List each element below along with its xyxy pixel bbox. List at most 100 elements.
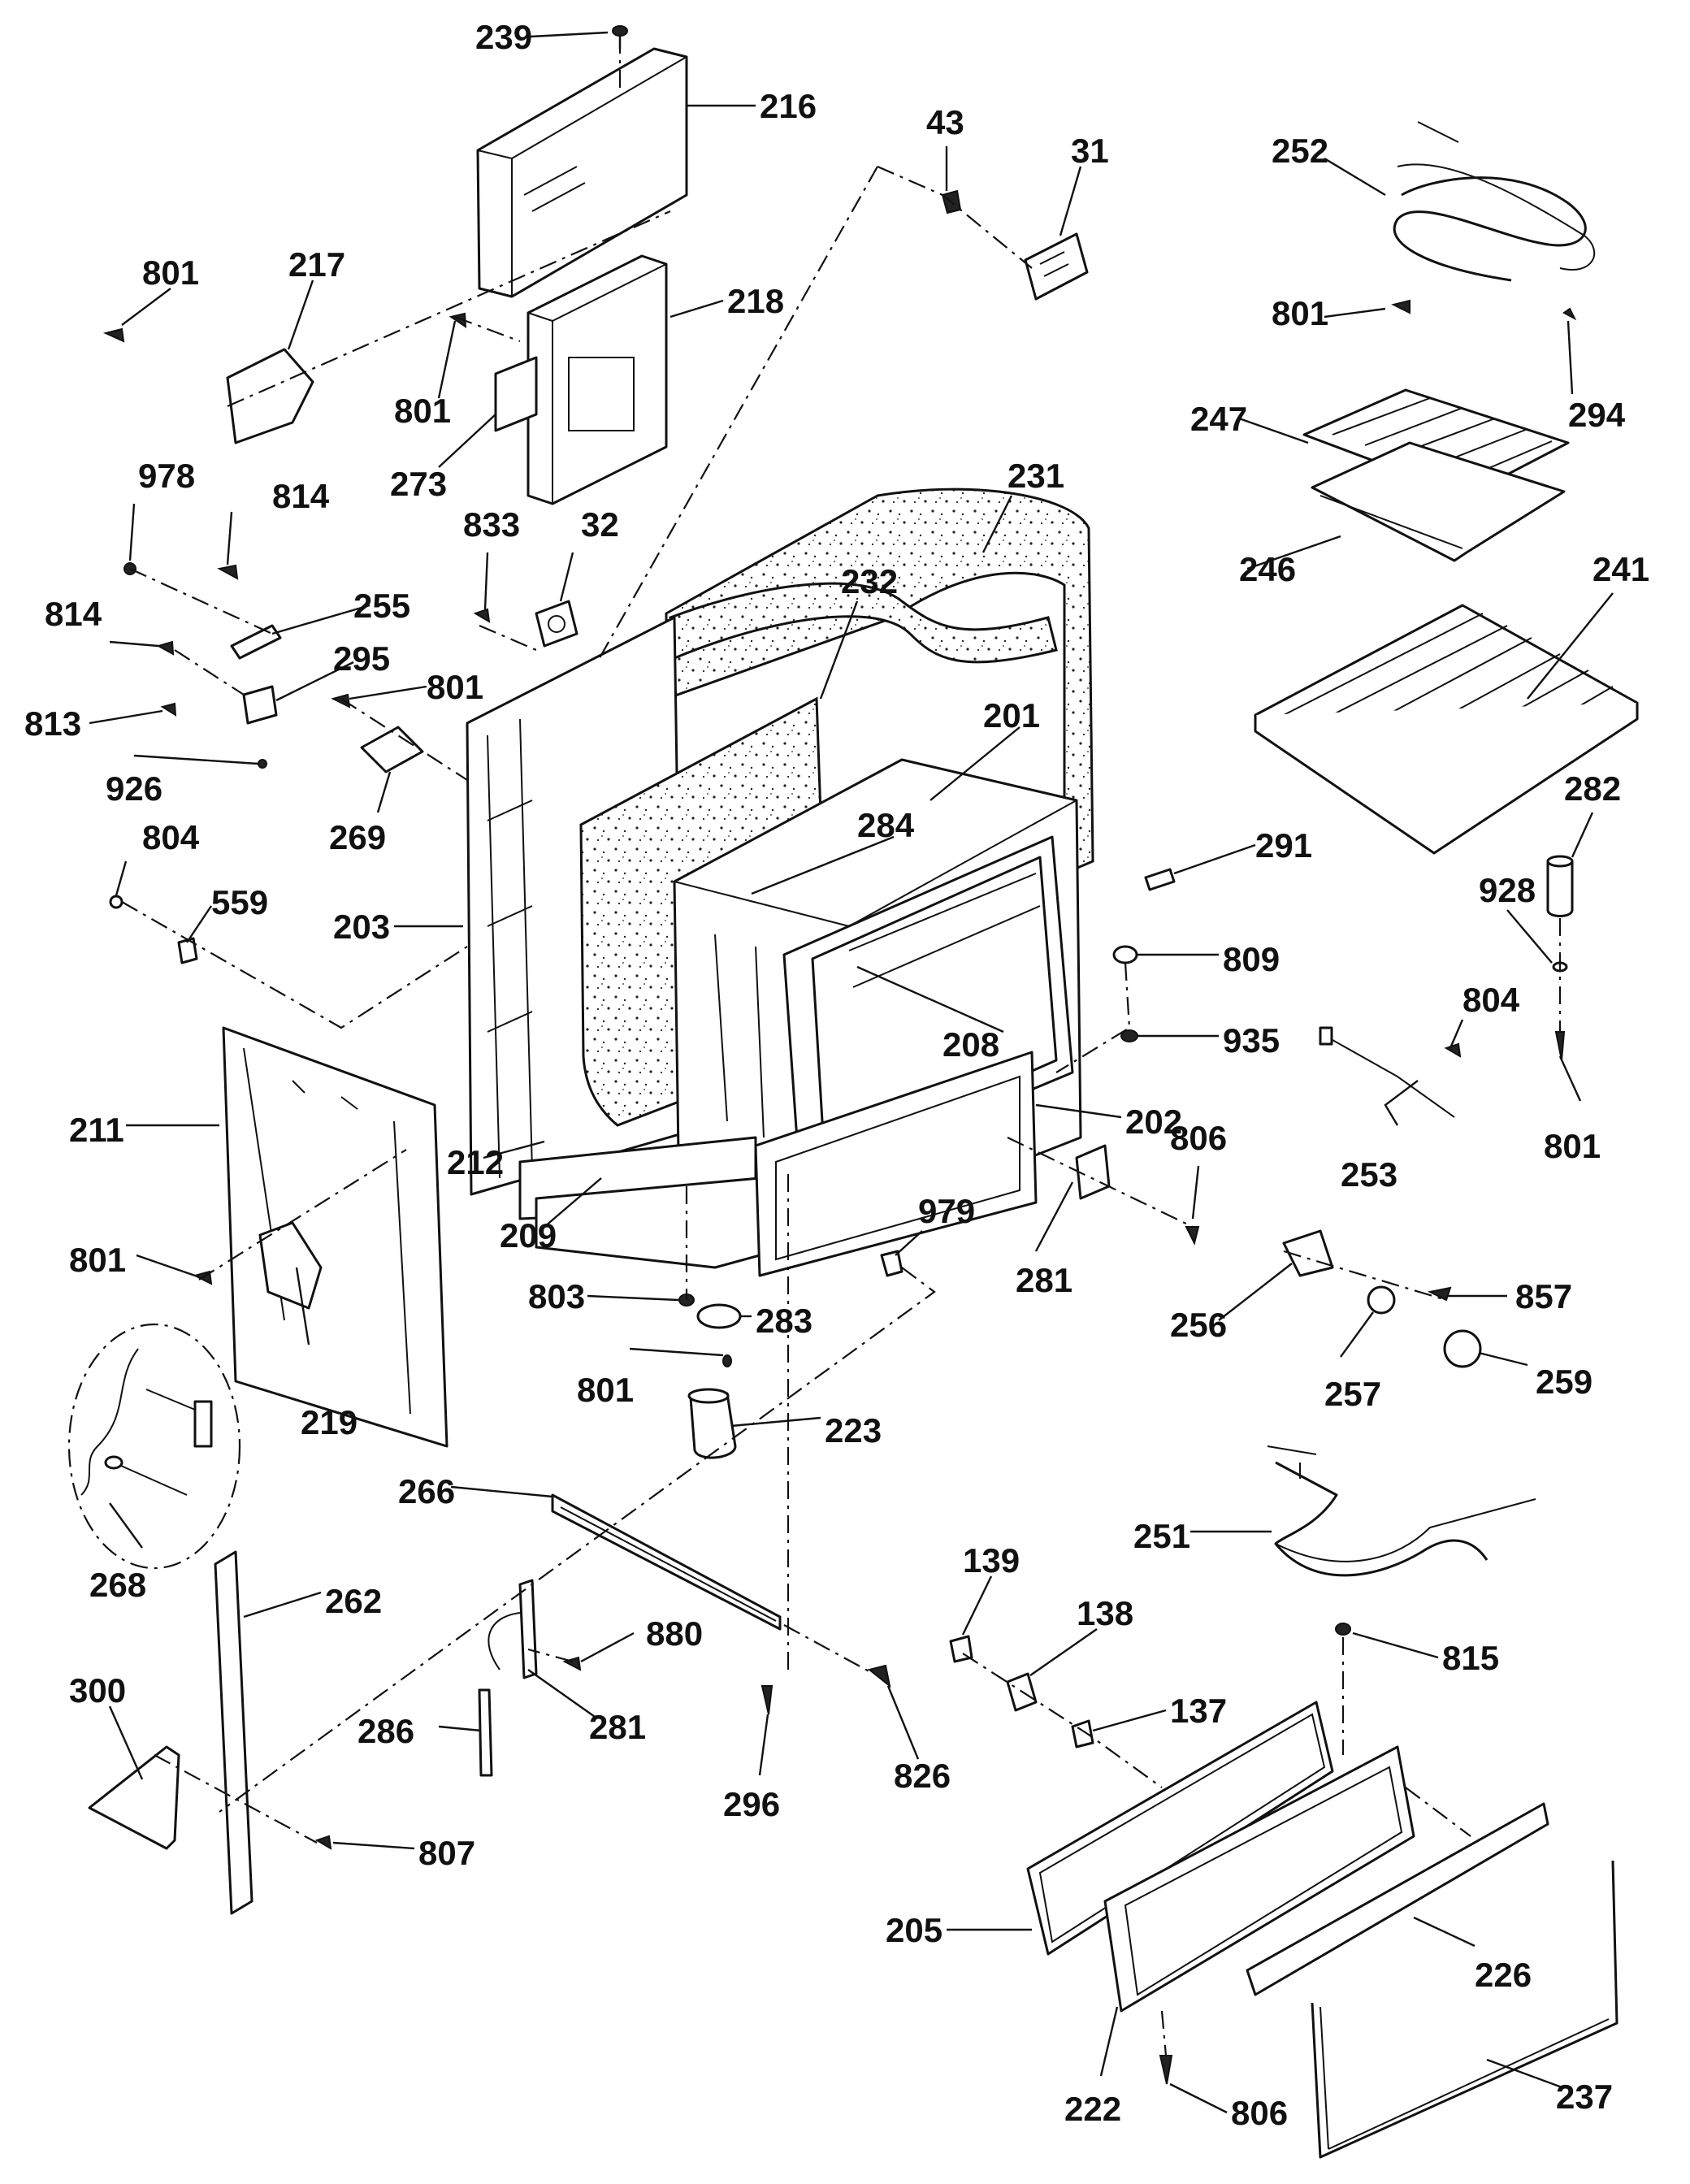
bracket-300 [88, 1745, 180, 1850]
part-labels: 239 216 43 31 252 801 217 218 801 801 29… [24, 18, 1649, 2132]
hinge-281b [488, 1579, 538, 1679]
screw-806a [1185, 1226, 1200, 1246]
label-137: 137 [1170, 1692, 1227, 1730]
plate-269 [360, 726, 424, 774]
label-801: 801 [1272, 294, 1328, 332]
panel-216 [476, 47, 688, 298]
label-231: 231 [1008, 457, 1064, 495]
label-252: 252 [1272, 132, 1328, 170]
deflector-217 [226, 348, 314, 444]
label-43: 43 [926, 103, 964, 141]
bracket-255 [230, 624, 282, 660]
label-809: 809 [1223, 940, 1280, 978]
label-273: 273 [390, 465, 447, 503]
label-212: 212 [447, 1143, 504, 1181]
label-256: 256 [1170, 1306, 1227, 1344]
label-268: 268 [89, 1566, 146, 1604]
label-246: 246 [1239, 550, 1296, 588]
bake-element-251 [1267, 1445, 1536, 1577]
label-282: 282 [1564, 769, 1621, 808]
lamp-socket-256 [1282, 1229, 1334, 1277]
label-806: 806 [1170, 1119, 1227, 1157]
dashed-assembly-lines [121, 36, 1562, 2056]
sensor-253 [1319, 1026, 1455, 1118]
label-241: 241 [1592, 550, 1649, 588]
label-226: 226 [1475, 1956, 1532, 1994]
label-801: 801 [427, 668, 483, 706]
gasket-237 [1311, 1860, 1618, 2159]
label-211: 211 [69, 1111, 124, 1149]
label-935: 935 [1223, 1021, 1280, 1060]
screw-826 [867, 1664, 891, 1688]
broil-element-252 [1393, 121, 1596, 282]
oven-rack-241 [1254, 604, 1639, 855]
label-978: 978 [138, 457, 195, 495]
label-801: 801 [142, 254, 199, 292]
label-880: 880 [646, 1614, 703, 1653]
screw-815 [1335, 1623, 1351, 1636]
switch-32 [535, 600, 578, 648]
label-283: 283 [756, 1302, 812, 1340]
label-203: 203 [333, 908, 390, 946]
label-251: 251 [1133, 1517, 1190, 1555]
label-979: 979 [918, 1192, 975, 1230]
label-232: 232 [841, 562, 898, 600]
rail-266 [551, 1493, 782, 1631]
label-833: 833 [463, 505, 520, 544]
label-826: 826 [894, 1757, 951, 1795]
bracket-273 [494, 356, 538, 432]
broiler-pan-246 [1311, 441, 1566, 562]
leader-lines [89, 31, 1614, 2114]
label-32: 32 [581, 505, 619, 544]
label-139: 139 [963, 1541, 1020, 1580]
label-294: 294 [1568, 396, 1626, 434]
sleeve-282 [1546, 855, 1574, 917]
label-806: 806 [1231, 2094, 1288, 2132]
screw-809 [1112, 945, 1138, 964]
label-296: 296 [723, 1785, 780, 1823]
label-284: 284 [857, 806, 915, 844]
front-panel-202 [754, 1051, 1038, 1277]
label-255: 255 [353, 587, 410, 625]
block-295 [242, 685, 278, 725]
label-216: 216 [760, 87, 817, 125]
label-31: 31 [1071, 132, 1109, 170]
board-31 [1024, 232, 1089, 301]
label-237: 237 [1556, 2078, 1613, 2116]
trim-262 [214, 1550, 254, 1915]
bracket-281a [1075, 1144, 1111, 1200]
foot-283 [696, 1303, 742, 1329]
wiring-detail-268 [67, 1323, 241, 1570]
bulb-257 [1367, 1285, 1396, 1315]
panel-218 [526, 254, 668, 505]
screw-801e [1554, 1031, 1566, 1061]
rear-panel-211 [222, 1026, 448, 1448]
screw-296 [760, 1685, 774, 1715]
label-804: 804 [1462, 981, 1520, 1019]
label-814: 814 [272, 477, 330, 515]
label-209: 209 [500, 1216, 557, 1254]
label-239: 239 [475, 18, 532, 56]
label-219: 219 [301, 1403, 358, 1441]
label-223: 223 [825, 1411, 882, 1450]
label-269: 269 [329, 818, 386, 856]
label-804: 804 [142, 818, 200, 856]
label-218: 218 [727, 282, 784, 320]
label-926: 926 [106, 769, 162, 808]
label-266: 266 [398, 1472, 455, 1510]
fasteners [102, 299, 1577, 1850]
label-814: 814 [45, 595, 102, 633]
label-262: 262 [325, 1582, 382, 1620]
label-222: 222 [1064, 2090, 1121, 2128]
screw-806b [1159, 2055, 1173, 2085]
outer-wrapper-231 [665, 488, 1094, 876]
door-frame-222 [1103, 1745, 1415, 2013]
label-202: 202 [1125, 1103, 1182, 1141]
label-803: 803 [528, 1277, 585, 1315]
jar-223 [687, 1388, 737, 1459]
label-300: 300 [69, 1671, 126, 1710]
label-257: 257 [1324, 1375, 1381, 1413]
label-259: 259 [1536, 1363, 1592, 1401]
label-281: 281 [1016, 1261, 1072, 1299]
label-857: 857 [1515, 1277, 1572, 1315]
